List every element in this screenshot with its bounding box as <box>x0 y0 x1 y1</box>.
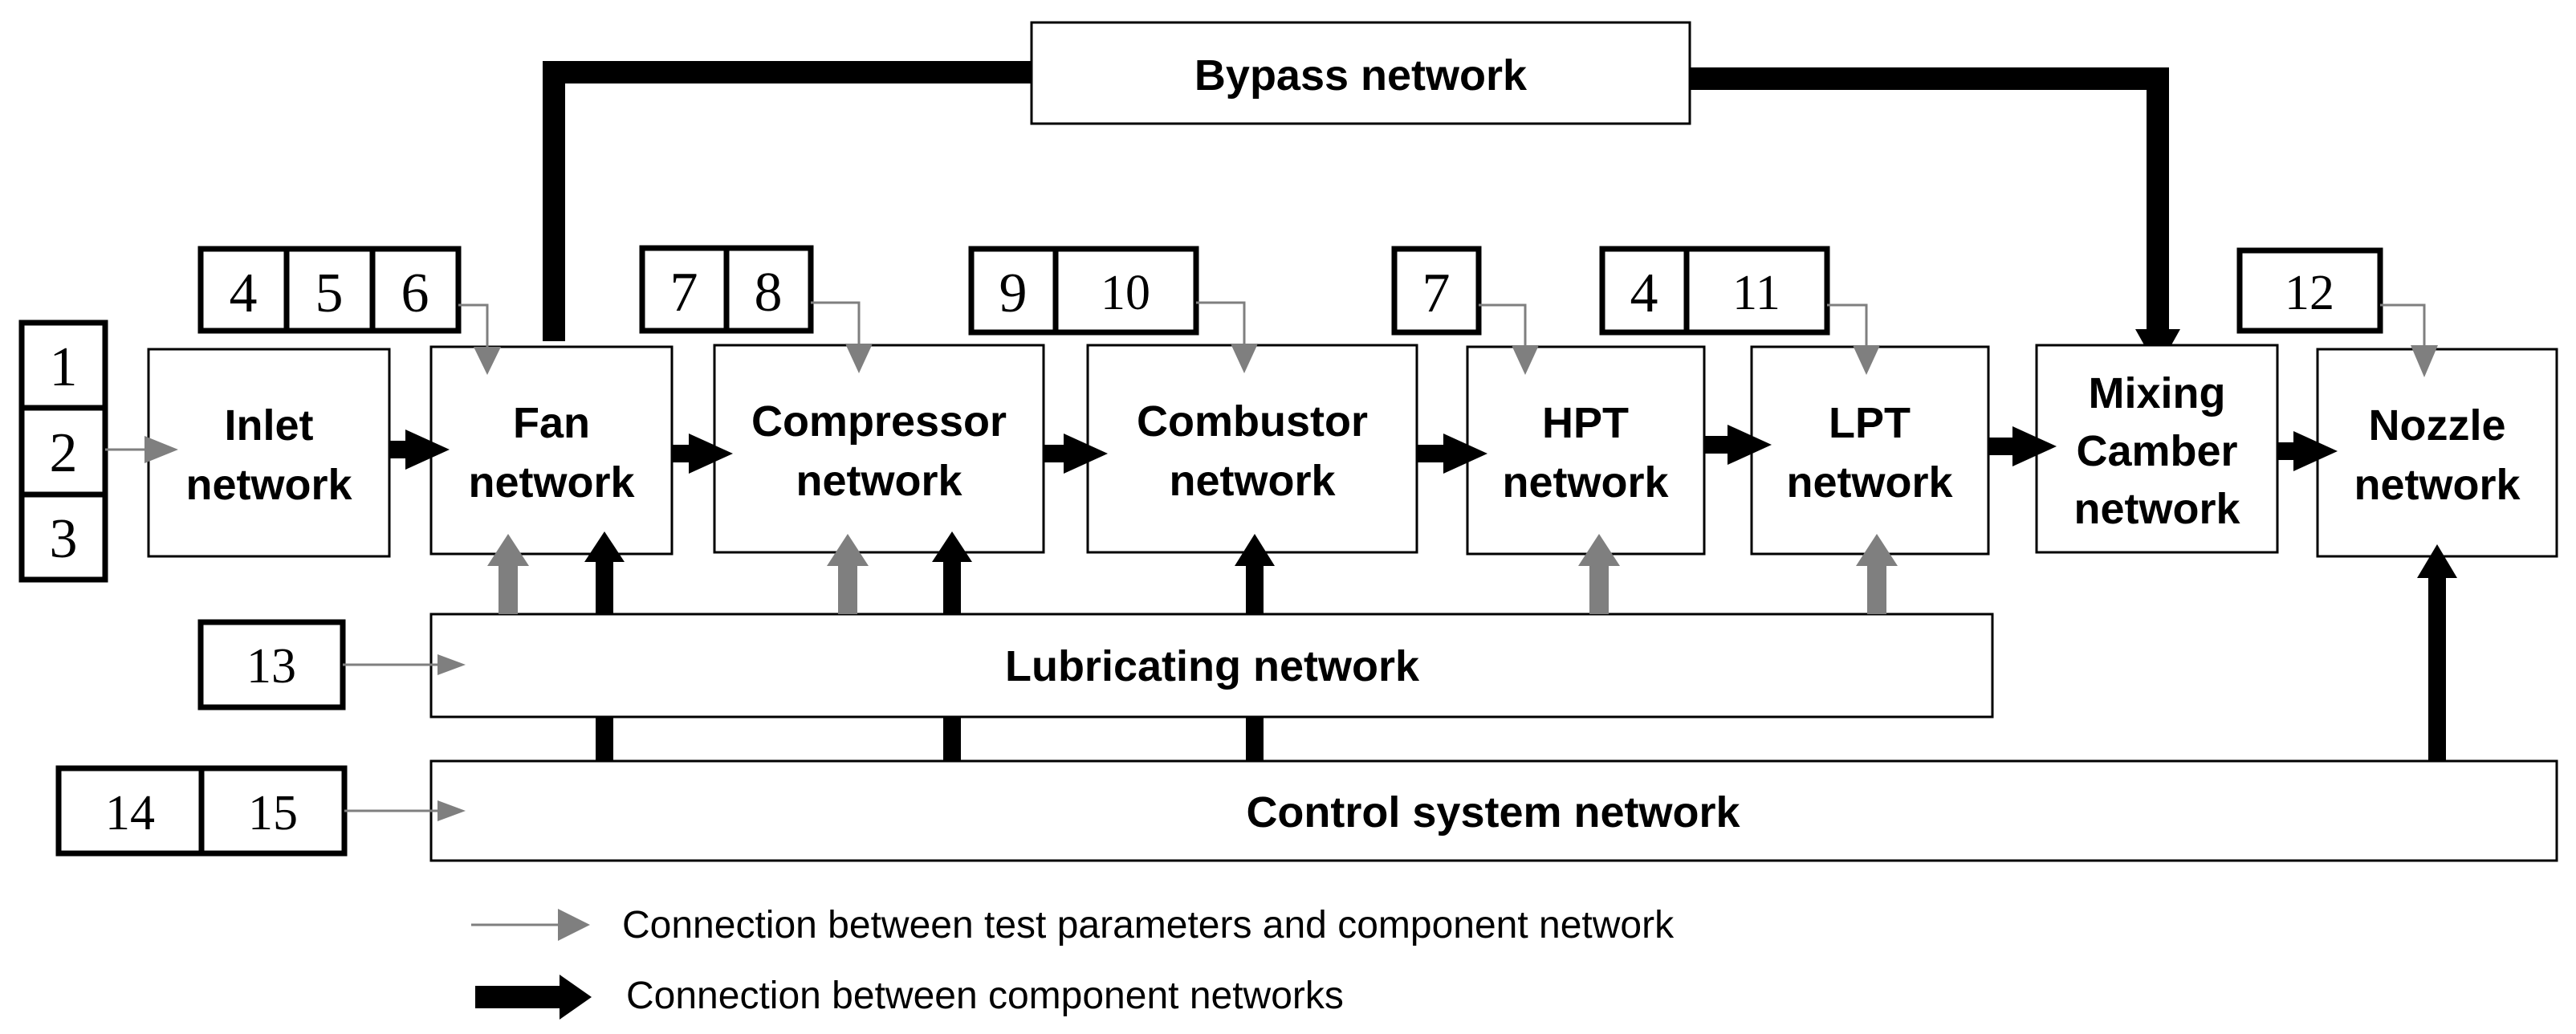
param-6: 6 <box>401 263 429 324</box>
arrow-combustor-to-hpt <box>1417 434 1487 474</box>
arrow-control-to-nozzle <box>2417 544 2457 761</box>
lubricating-to-component-arrows <box>487 534 1898 614</box>
hpt-network-box: HPT network <box>1466 345 1706 556</box>
params-lubricating: 13 <box>197 619 466 710</box>
fan-label-line1: Fan <box>513 399 590 447</box>
legend-component-connection: Connection between component networks <box>475 975 1344 1020</box>
component-flow-arrows <box>389 425 2338 474</box>
arrow-control-to-combustor <box>1235 534 1275 761</box>
arrow-compressor-to-combustor <box>1044 434 1108 474</box>
params-fan: 4 5 6 <box>197 246 501 375</box>
control-to-component-arrows <box>584 531 2457 761</box>
combustor-network-box: Combustor network <box>1086 344 1418 554</box>
control-system-network-box: Control system network <box>429 759 2558 862</box>
hpt-label-line2: network <box>1502 458 1669 507</box>
combustor-label-line1: Combustor <box>1137 397 1368 446</box>
inlet-label-line2: network <box>185 461 352 509</box>
params-compressor: 7 8 <box>639 245 873 373</box>
mixing-label-line2: Camber <box>2076 427 2237 475</box>
param-5: 5 <box>315 263 344 324</box>
legend-component-connection-label: Connection between component networks <box>626 975 1344 1017</box>
param-15: 15 <box>248 786 298 841</box>
param-3: 3 <box>50 508 78 570</box>
param-10: 10 <box>1101 266 1150 320</box>
arrow-fan-to-compressor <box>672 434 733 474</box>
arrow-lube-to-fan <box>487 534 529 614</box>
arrow-control-to-compressor <box>932 531 972 761</box>
mixing-label-line1: Mixing <box>2089 369 2226 417</box>
arrow-lube-to-hpt <box>1578 534 1620 614</box>
params-hpt: 7 <box>1391 246 1539 375</box>
hpt-label-line1: HPT <box>1542 399 1629 447</box>
params-combustor: 9 10 <box>968 246 1258 373</box>
fan-label-line2: network <box>468 458 635 507</box>
mixing-camber-network-box: Mixing Camber network <box>2035 344 2279 554</box>
lpt-label-line2: network <box>1786 458 1953 507</box>
param-8: 8 <box>755 262 783 324</box>
arrow-hpt-to-lpt <box>1704 425 1772 465</box>
mixing-label-line3: network <box>2073 485 2240 533</box>
arrow-control-to-fan <box>584 531 625 761</box>
param-13: 13 <box>246 639 296 694</box>
arrow-lube-to-lpt <box>1856 534 1898 614</box>
fan-network-box: Fan network <box>429 345 674 556</box>
param-12: 12 <box>2285 266 2334 320</box>
legend-test-connection: Connection between test parameters and c… <box>471 904 1675 946</box>
arrow-inlet-to-fan <box>389 429 450 470</box>
inlet-label-line1: Inlet <box>224 401 313 450</box>
lpt-label-line1: LPT <box>1829 399 1911 447</box>
param-7: 7 <box>670 262 698 324</box>
legend: Connection between test parameters and c… <box>471 904 1675 1020</box>
combustor-label-line2: network <box>1169 457 1336 505</box>
bypass-network-label: Bypass network <box>1194 51 1528 100</box>
param-9: 9 <box>999 263 1028 324</box>
params-lpt: 4 11 <box>1599 246 1880 375</box>
compressor-label-line1: Compressor <box>751 397 1007 446</box>
param-2: 2 <box>50 422 78 484</box>
lubricating-label: Lubricating network <box>1005 642 1420 690</box>
control-label: Control system network <box>1246 788 1740 837</box>
arrow-lpt-to-mixing <box>1988 426 2057 466</box>
params-nozzle: 12 <box>2236 247 2438 377</box>
params-control: 14 15 <box>55 765 466 857</box>
nozzle-label-line2: network <box>2354 461 2521 509</box>
lubricating-network-box: Lubricating network <box>429 613 1994 719</box>
nozzle-label-line1: Nozzle <box>2368 401 2505 450</box>
param-1: 1 <box>50 336 78 398</box>
param-14: 14 <box>105 786 155 841</box>
compressor-network-box: Compressor network <box>713 344 1045 554</box>
param-7-hpt: 7 <box>1422 263 1451 324</box>
param-11: 11 <box>1732 266 1780 320</box>
arrow-lube-to-compressor <box>827 534 869 614</box>
legend-test-connection-label: Connection between test parameters and c… <box>622 904 1675 946</box>
inlet-network-box: Inlet network <box>147 348 391 558</box>
bypass-network-box: Bypass network <box>1030 21 1691 125</box>
param-4: 4 <box>230 263 258 324</box>
param-4-lpt: 4 <box>1630 263 1658 324</box>
arrow-mixing-to-nozzle <box>2277 431 2338 471</box>
lpt-network-box: LPT network <box>1750 345 1990 556</box>
compressor-label-line2: network <box>796 457 962 505</box>
params-inlet: 1 2 3 <box>18 320 178 583</box>
nozzle-network-box: Nozzle network <box>2316 348 2558 558</box>
